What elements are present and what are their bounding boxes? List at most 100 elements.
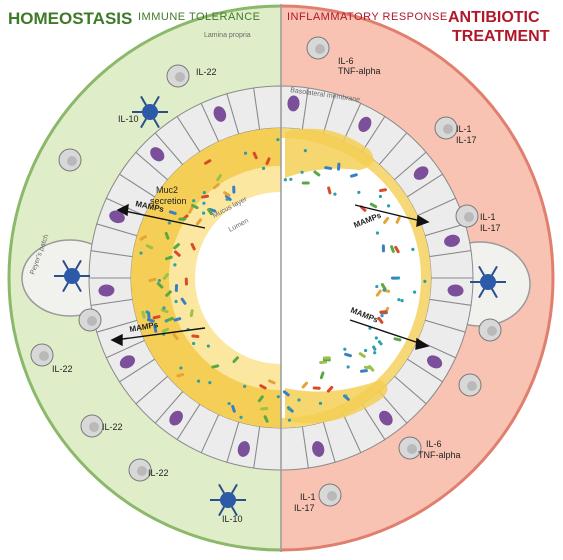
immune-cell-nucleus <box>87 316 97 326</box>
bacterium <box>152 315 161 320</box>
mucus-patch-right-bottom <box>285 380 388 424</box>
cell-nucleus <box>119 355 135 369</box>
bacterium <box>390 276 399 280</box>
bacterium <box>162 272 170 280</box>
bacterium <box>188 206 194 214</box>
bacterium <box>139 235 147 241</box>
muc2-label: Muc2 <box>156 185 178 195</box>
mamp-particle <box>396 276 401 280</box>
immune-cell-nucleus <box>315 44 325 54</box>
bacterium <box>265 157 271 165</box>
mamp-particle <box>243 151 248 155</box>
microbiota <box>139 137 427 423</box>
mamp-particle <box>243 384 247 388</box>
bacterium <box>379 310 388 314</box>
mamp-particle <box>225 197 229 201</box>
mamp-particle <box>373 347 377 351</box>
bacterium <box>263 415 269 423</box>
bacterium <box>369 202 378 209</box>
bacterium <box>173 243 180 250</box>
bacterium <box>282 390 290 397</box>
bacterium <box>176 373 185 378</box>
mamp-particle <box>208 381 212 385</box>
bacterium <box>178 217 187 221</box>
cell-nucleus <box>98 284 115 297</box>
bacterium <box>141 310 146 319</box>
bacterium <box>259 384 267 390</box>
bacterium <box>326 385 334 393</box>
il6-label-bottom: IL-6 <box>426 439 442 449</box>
immune-cell-nucleus <box>39 351 49 361</box>
bacterium <box>184 277 188 286</box>
mamp-particle <box>375 284 379 289</box>
bacterium <box>223 191 231 197</box>
mamp-particle <box>346 365 350 369</box>
homeostasis-title: HOMEOSTASIS <box>8 9 132 28</box>
mamp-particle <box>174 299 178 304</box>
mamp-particle <box>162 306 166 310</box>
bacterium <box>379 188 388 193</box>
bacterium <box>166 316 174 322</box>
bacterium <box>319 371 325 380</box>
mamp-particle <box>364 348 368 353</box>
dendritic-cell <box>220 492 236 508</box>
mamp-particle <box>333 192 337 196</box>
bacterium <box>324 166 333 170</box>
antibiotic-title-line2: TREATMENT <box>452 28 550 45</box>
bacterium <box>301 381 309 389</box>
bacterium <box>390 245 395 253</box>
immune-cell-nucleus <box>67 156 77 166</box>
il17-label-c: IL-17 <box>294 503 315 513</box>
bacterium <box>301 181 310 185</box>
mamp-particle <box>374 336 378 340</box>
bacterium <box>189 309 194 318</box>
mamp-particle <box>283 178 287 182</box>
cell-nucleus <box>109 210 125 224</box>
mamp-particle <box>380 314 384 318</box>
bacterium <box>260 407 269 411</box>
mamp-particle <box>297 398 301 402</box>
bacterium <box>268 379 276 385</box>
mamp-particle <box>192 341 196 346</box>
mamp-particle <box>287 407 291 411</box>
cell-nucleus <box>169 410 183 426</box>
immune-cell-nucleus <box>467 381 477 391</box>
mamp-particle <box>202 201 206 205</box>
mamp-particle <box>386 204 391 208</box>
immune-cells <box>30 36 506 517</box>
mamp-particle <box>145 310 149 314</box>
il1-label-c: IL-1 <box>300 492 316 502</box>
mamp-particle <box>287 418 292 422</box>
bacterium <box>208 207 217 213</box>
mamp-particle <box>303 149 307 153</box>
immune-cell-nucleus <box>327 491 337 501</box>
cell-nucleus <box>413 166 429 180</box>
bacterium <box>252 151 258 160</box>
bacterium <box>395 216 401 224</box>
il1-label-b: IL-1 <box>480 212 496 222</box>
mamp-particle <box>344 394 348 398</box>
bacterium <box>174 284 179 293</box>
bacterium <box>363 365 372 370</box>
immune-cell-nucleus <box>443 124 453 134</box>
mamp-particle <box>276 395 280 399</box>
bacterium <box>156 282 164 289</box>
bacterium <box>394 245 400 254</box>
mamp-particle <box>196 379 201 383</box>
bacterium <box>164 231 170 240</box>
bacterium <box>319 360 328 365</box>
bacterium <box>312 386 321 390</box>
mamp-particle <box>423 279 427 283</box>
cell-nucleus <box>379 410 393 426</box>
bacterium <box>172 333 179 341</box>
mucus-patch-right-top <box>285 128 374 178</box>
mamp-particle <box>357 190 361 194</box>
cell-nucleus <box>213 106 227 122</box>
bacterium <box>216 174 222 182</box>
il22-label-bottom: IL-22 <box>148 468 169 478</box>
immune-cell-nucleus <box>175 72 185 82</box>
bacterium <box>173 250 181 257</box>
bacterium <box>180 297 187 305</box>
bacterium <box>168 210 177 215</box>
